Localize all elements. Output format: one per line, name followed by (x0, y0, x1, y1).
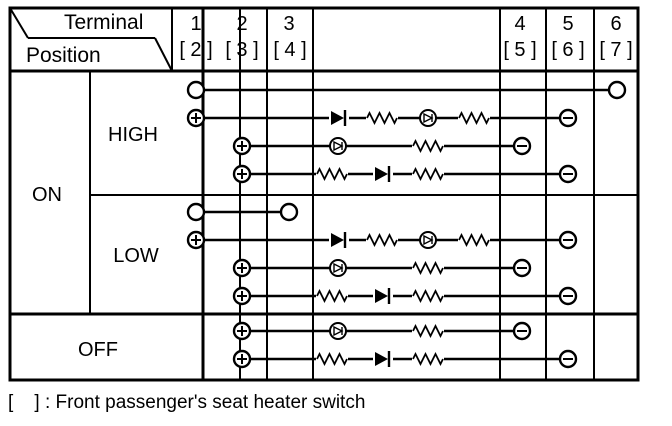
terminal-negative-icon (512, 321, 532, 341)
resistor-icon (412, 166, 444, 182)
circuit-row (232, 258, 532, 278)
terminal-4-number: 4 (514, 13, 525, 35)
diode-icon (373, 288, 393, 304)
terminal-negative-icon (558, 230, 578, 250)
terminal-open-icon (279, 202, 299, 222)
terminal-positive-icon (232, 286, 252, 306)
terminal-positive-icon (232, 258, 252, 278)
resistor-icon (412, 260, 444, 276)
terminal-positive-icon (232, 321, 252, 341)
terminal-4-alt: [ 5 ] (503, 39, 536, 61)
circuit-row (232, 286, 578, 306)
legend-caption: [ ] : Front passenger's seat heater swit… (8, 392, 366, 413)
position-off-label: OFF (78, 339, 118, 361)
indicator-lamp-icon (329, 259, 347, 277)
terminal-open-icon (186, 80, 206, 100)
terminal-negative-icon (558, 108, 578, 128)
diode-icon (329, 110, 349, 126)
terminal-header: Terminal (64, 11, 143, 34)
indicator-lamp-icon (329, 137, 347, 155)
terminal-negative-icon (512, 258, 532, 278)
resistor-icon (366, 232, 398, 248)
terminal-5-alt: [ 6 ] (551, 39, 584, 61)
indicator-lamp-icon (419, 231, 437, 249)
terminal-open-icon (186, 202, 206, 222)
resistor-icon (412, 323, 444, 339)
resistor-icon (412, 351, 444, 367)
terminal-2-alt: [ 3 ] (225, 39, 258, 61)
terminal-6-number: 6 (610, 13, 621, 35)
resistor-icon (316, 288, 348, 304)
diode-icon (373, 166, 393, 182)
resistor-icon (412, 288, 444, 304)
resistor-icon (316, 351, 348, 367)
terminal-number-headers: 1 [ 2 ] 2 [ 3 ] 3 [ 4 ] 4 [ 5 ] 5 [ 6 ] … (179, 13, 632, 61)
terminal-positive-icon (186, 230, 206, 250)
circuit-row (186, 108, 578, 128)
resistor-icon (316, 166, 348, 182)
resistor-icon (458, 110, 490, 126)
circuit-rows (186, 80, 627, 369)
indicator-lamp-icon (329, 322, 347, 340)
terminal-negative-icon (558, 349, 578, 369)
resistor-icon (366, 110, 398, 126)
diode-icon (373, 351, 393, 367)
terminal-3-alt: [ 4 ] (273, 39, 306, 61)
terminal-2-number: 2 (236, 13, 247, 35)
position-high-label: HIGH (108, 124, 158, 146)
circuit-row (232, 164, 578, 184)
circuit-row (232, 349, 578, 369)
diode-icon (329, 232, 349, 248)
terminal-positive-icon (232, 349, 252, 369)
terminal-negative-icon (558, 286, 578, 306)
position-on-label: ON (32, 184, 62, 206)
terminal-3-number: 3 (283, 13, 294, 35)
position-low-label: LOW (113, 245, 159, 267)
terminal-positive-icon (232, 136, 252, 156)
terminal-1-alt: [ 2 ] (179, 39, 212, 61)
terminal-6-alt: [ 7 ] (599, 39, 632, 61)
terminal-1-number: 1 (190, 13, 201, 35)
circuit-row (232, 321, 532, 341)
table-grid (8, 6, 640, 382)
terminal-positive-icon (186, 108, 206, 128)
terminal-negative-icon (558, 164, 578, 184)
indicator-lamp-icon (419, 109, 437, 127)
resistor-icon (412, 138, 444, 154)
position-header: Position (26, 44, 101, 67)
circuit-row (232, 136, 532, 156)
terminal-open-icon (607, 80, 627, 100)
terminal-negative-icon (512, 136, 532, 156)
circuit-row (186, 230, 578, 250)
circuit-row (186, 202, 299, 222)
terminal-5-number: 5 (562, 13, 573, 35)
resistor-icon (458, 232, 490, 248)
terminal-positive-icon (232, 164, 252, 184)
circuit-row (186, 80, 627, 100)
